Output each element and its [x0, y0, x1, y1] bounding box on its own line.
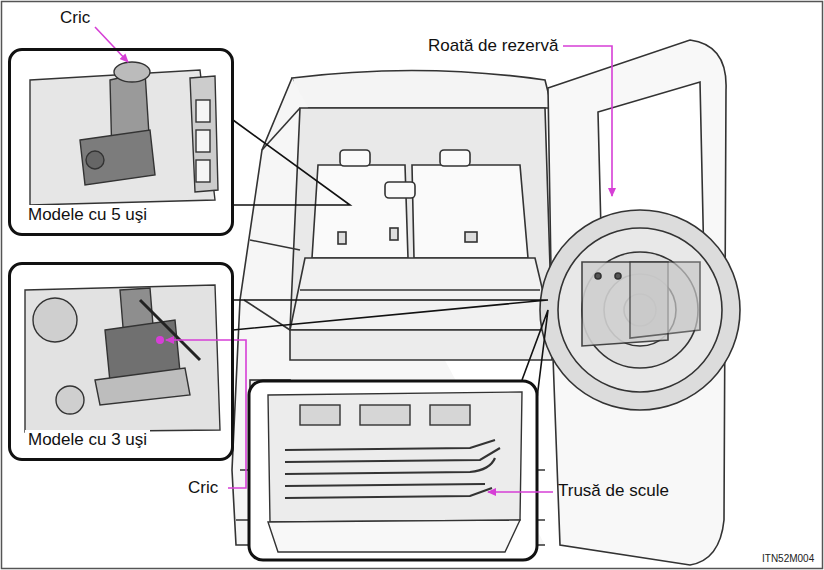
inset-caption: Modele cu 3 uşi [25, 430, 150, 450]
part-label: Cric [60, 9, 90, 28]
inset-caption: Modele cu 5 uşi [25, 205, 150, 225]
part-label: Trusă de scule [558, 482, 669, 501]
tool-kit-inset [249, 381, 537, 560]
inset-box: Modele cu 5 uşi [8, 48, 234, 236]
part-label: Roată de rezervă [428, 37, 558, 56]
inset-box: Modele cu 3 uşi [8, 262, 234, 461]
figure-code: ITN52M004 [762, 553, 814, 564]
part-label: Cric [188, 479, 218, 498]
